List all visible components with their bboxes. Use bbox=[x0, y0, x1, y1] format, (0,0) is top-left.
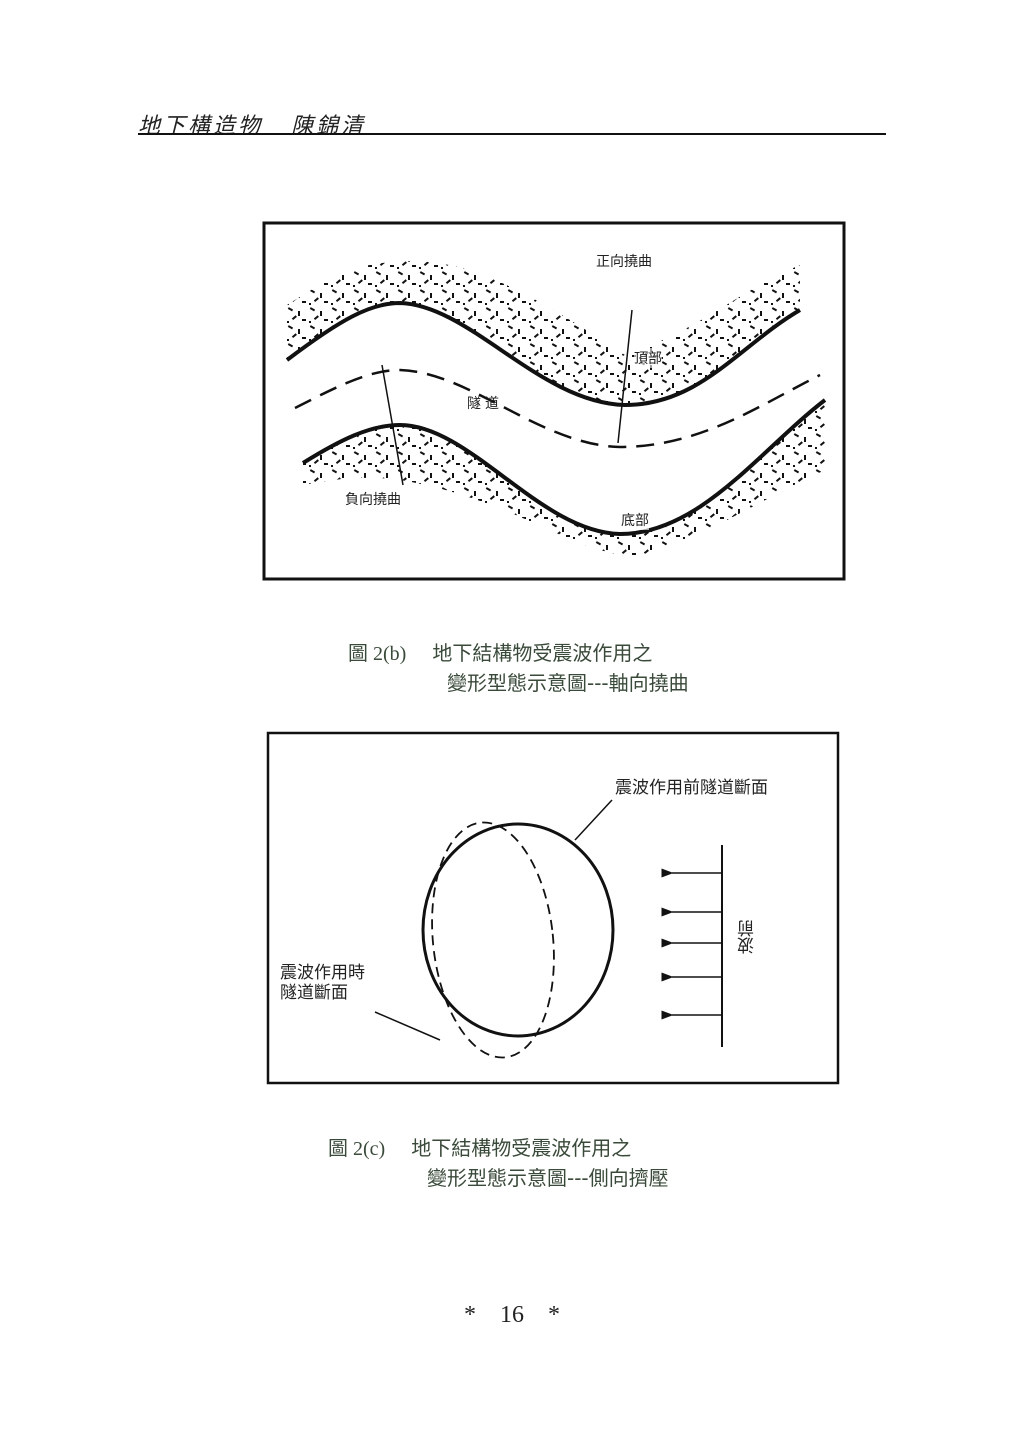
tunnel-section-during bbox=[431, 821, 555, 1059]
figure-lateral-squeeze bbox=[266, 731, 840, 1085]
label-negative-bending: 負向撓曲 bbox=[345, 492, 401, 508]
page-number: * 16 * bbox=[464, 1302, 560, 1328]
upper-soil-stipple bbox=[287, 261, 800, 405]
caption-figure-b: 圖 2(b) 地下結構物受震波作用之 bbox=[348, 637, 652, 666]
tunnel-upper-wall bbox=[285, 300, 802, 408]
leader-before bbox=[574, 799, 613, 841]
header-rule bbox=[138, 133, 886, 135]
caption-figure-b-line2: 變形型態示意圖---軸向撓曲 bbox=[447, 671, 689, 695]
label-crown: 頂部 bbox=[634, 348, 662, 368]
tunnel-axis bbox=[294, 368, 821, 449]
caption-line: 地下結構物受震波作用之 bbox=[432, 641, 653, 665]
tunnel-section-before bbox=[421, 822, 615, 1038]
leader-during bbox=[374, 1011, 441, 1041]
caption-figure-c: 圖 2(c) 地下結構物受震波作用之 bbox=[328, 1132, 631, 1161]
label-section-during-1: 震波作用時 bbox=[280, 963, 365, 983]
label-positive-bending: 正向撓曲 bbox=[596, 254, 652, 270]
label-invert: 底部 bbox=[621, 510, 649, 530]
label-wavefront: 波前 bbox=[738, 920, 758, 954]
leader-negative bbox=[381, 364, 404, 486]
label-section-during-2: 隧道斷面 bbox=[280, 983, 348, 1003]
label-section-before: 震波作用前隧道斷面 bbox=[615, 778, 768, 798]
wave-arrows bbox=[661, 868, 722, 1020]
caption-figure-c-line2: 變形型態示意圖---側向擠壓 bbox=[427, 1166, 669, 1190]
lower-soil-stipple bbox=[303, 400, 825, 556]
figure-frame bbox=[262, 221, 846, 581]
caption-number: 圖 2(c) bbox=[328, 1138, 386, 1160]
figure-axial-bending bbox=[262, 221, 846, 581]
tunnel-lower-wall bbox=[301, 398, 827, 537]
label-tunnel: 隧道 bbox=[467, 396, 503, 412]
figure-frame bbox=[266, 731, 840, 1085]
leader-positive bbox=[617, 309, 633, 444]
caption-line: 地下結構物受震波作用之 bbox=[411, 1136, 632, 1160]
caption-number: 圖 2(b) bbox=[348, 643, 407, 665]
